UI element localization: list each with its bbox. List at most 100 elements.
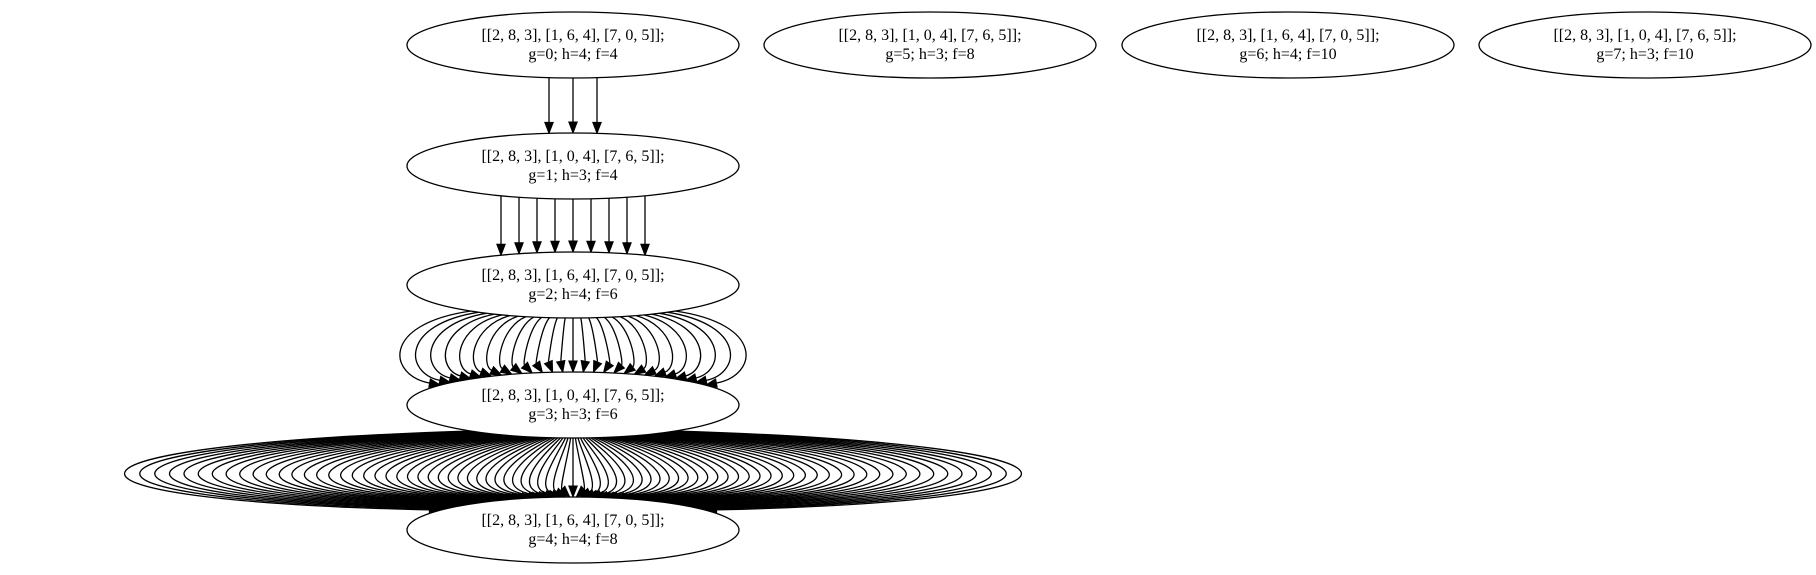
edge-line (641, 434, 843, 503)
edge-line (674, 430, 1023, 511)
edge-line (415, 311, 479, 382)
edge-line (363, 435, 517, 501)
edge-arrowhead (550, 240, 560, 254)
edge-line (458, 314, 503, 375)
edge-line (639, 434, 830, 503)
node-state-label: [[2, 8, 3], [1, 0, 4], [7, 6, 5]]; (481, 148, 664, 165)
edge-line (616, 436, 729, 499)
edge-line (406, 436, 528, 500)
edge-line (585, 437, 618, 496)
edge-line (667, 431, 978, 509)
edge-line (619, 316, 648, 370)
node-score-label: g=1; h=3; f=4 (528, 167, 617, 184)
edge-line (265, 433, 497, 504)
edge-line (590, 437, 635, 497)
edge-arrowhead (532, 241, 542, 255)
edge-line (211, 432, 487, 507)
edge-line (328, 434, 510, 502)
edge-arrowhead (478, 367, 493, 377)
node-score-label: g=3; h=3; f=6 (528, 406, 617, 423)
edge-line (123, 430, 472, 511)
node-score-label: g=0; h=4; f=4 (528, 46, 617, 63)
node-ellipse (1478, 11, 1812, 79)
node-ellipse (406, 371, 740, 439)
node-state-label: [[2, 8, 3], [1, 6, 4], [7, 0, 5]]; (481, 267, 664, 284)
node-state-label: [[2, 8, 3], [1, 6, 4], [7, 0, 5]]; (481, 27, 664, 44)
edge-line (593, 437, 643, 497)
graph-node: [[2, 8, 3], [1, 6, 4], [7, 0, 5]]; g=0; … (406, 11, 740, 79)
edge-arrowhead (612, 361, 626, 375)
edge-line (535, 317, 551, 364)
node-ellipse (406, 251, 740, 319)
edge-line (667, 311, 731, 382)
edge-line (197, 432, 484, 507)
edge-line (588, 317, 599, 363)
edge-arrowhead (568, 240, 578, 254)
edge-arrowhead (544, 121, 554, 135)
edge-line (646, 433, 868, 504)
edge-line (503, 437, 553, 497)
edge-line (417, 436, 530, 499)
edge-line (511, 437, 556, 497)
edge-group (544, 77, 602, 135)
edge-line (374, 435, 520, 501)
edge-line (580, 317, 586, 362)
node-state-label: [[2, 8, 3], [1, 6, 4], [7, 0, 5]]; (481, 512, 664, 529)
graph-node: [[2, 8, 3], [1, 0, 4], [7, 6, 5]]; g=3; … (406, 371, 740, 439)
edge-line (520, 437, 559, 497)
edge-line (635, 314, 674, 373)
edge-line (674, 310, 747, 384)
edge-arrowhead (586, 240, 596, 254)
node-state-label: [[2, 8, 3], [1, 0, 4], [7, 6, 5]]; (838, 27, 1021, 44)
edge-line (649, 433, 881, 504)
graph-node: [[2, 8, 3], [1, 6, 4], [7, 0, 5]]; g=4; … (406, 496, 740, 564)
edge-line (634, 435, 806, 502)
node-state-label: [[2, 8, 3], [1, 6, 4], [7, 0, 5]]; (1196, 27, 1379, 44)
edge-line (457, 436, 541, 498)
edge-line (643, 314, 688, 375)
node-ellipse (406, 132, 740, 200)
edge-line (523, 316, 543, 366)
edge-arrowhead (592, 121, 602, 135)
edge-line (552, 437, 569, 493)
edge-line (636, 434, 818, 502)
edge-line (595, 437, 652, 497)
edge-line (603, 436, 680, 498)
edge-line (303, 434, 505, 503)
edge-line (528, 437, 561, 496)
edge-line (537, 437, 564, 496)
node-score-label: g=5; h=3; f=8 (885, 46, 974, 63)
edge-line (278, 433, 500, 504)
node-ellipse (1121, 11, 1455, 79)
edge-line (183, 431, 482, 508)
edge-line (608, 436, 699, 499)
edge-line (139, 430, 474, 510)
edge-line (621, 435, 750, 500)
edge-arrowhead (531, 360, 544, 374)
edge-line (672, 430, 1007, 510)
edge-line (654, 433, 907, 505)
edge-line (644, 434, 855, 503)
edge-line (466, 436, 543, 498)
edge-arrowhead (592, 359, 603, 374)
edge-line (437, 436, 535, 499)
edge-line (664, 431, 963, 508)
edge-line (291, 434, 502, 503)
edge-group (399, 310, 747, 388)
edge-line (168, 431, 479, 509)
edge-line (631, 435, 795, 501)
edge-line (657, 432, 921, 506)
node-ellipse (406, 11, 740, 79)
edge-line (611, 436, 709, 499)
edge-arrowhead (489, 365, 503, 376)
node-score-label: g=7; h=3; f=10 (1596, 46, 1693, 63)
edge-arrowhead (604, 241, 614, 255)
edge-line (595, 317, 611, 364)
nodes-layer: [[2, 8, 3], [1, 6, 4], [7, 0, 5]]; g=0; … (406, 11, 1812, 564)
edge-line (613, 436, 719, 499)
edge-line (659, 312, 716, 379)
graph-node: [[2, 8, 3], [1, 0, 4], [7, 6, 5]]; g=1; … (406, 132, 740, 200)
edge-line (651, 433, 894, 505)
edge-arrowhead (543, 359, 554, 374)
